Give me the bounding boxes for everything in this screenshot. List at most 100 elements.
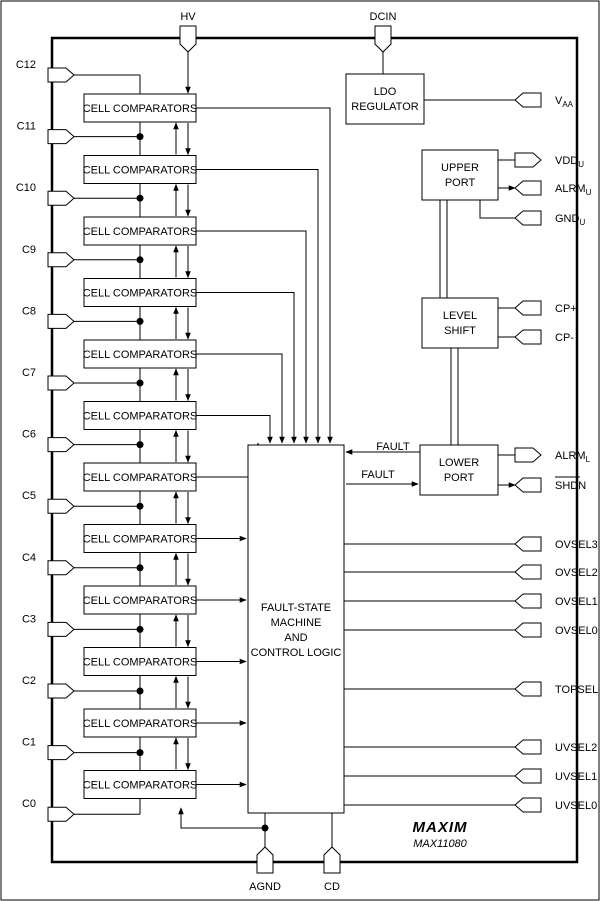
pin-c7-label: C7 [22,367,36,379]
pin-cd: CD [323,846,341,893]
pin-c3: C3 [22,613,75,637]
cell-comparators: CELL COMPARATORS CELL COMPARATORS CELL COM… [83,93,198,799]
pin-c2: C2 [22,675,75,699]
pin-c10-label: C10 [16,182,36,194]
pin-c0: C0 [22,798,75,822]
pin-agnd-label: AGND [249,881,281,893]
pin-ovsel1-label: OVSEL1 [555,596,598,608]
lower-port-label-2: PORT [444,472,475,484]
cell-comparator-label: CELL COMPARATORS [83,534,198,546]
cell-comparator-4: CELL COMPARATORS [83,585,198,615]
cell-comparator-label: CELL COMPARATORS [83,718,198,730]
ldo-label-1: LDO [374,86,397,98]
pin-c4-label: C4 [22,552,36,564]
pin-c9-label: C9 [22,244,36,256]
pin-c3-label: C3 [22,613,36,625]
cell-comparator-label: CELL COMPARATORS [83,288,198,300]
fault-state-machine-box [247,444,345,814]
level-shift-label-2: SHIFT [444,325,476,337]
pin-topsel-label: TOPSEL [555,684,598,696]
pin-c1-label: C1 [22,737,36,749]
cell-comparator-label: CELL COMPARATORS [83,226,198,238]
fault-logic-label-2: MACHINE [271,617,322,629]
pin-c9: C9 [22,244,75,268]
cell-comparator-10: CELL COMPARATORS [83,216,198,246]
pin-c5: C5 [22,490,75,514]
cell-comparator-label: CELL COMPARATORS [83,595,198,607]
pin-vddu-label: VDDU [555,155,584,169]
cell-comparator-label: CELL COMPARATORS [83,411,198,423]
fault-logic-label-4: CONTROL LOGIC [251,647,342,659]
cell-comparator-5: CELL COMPARATORS [83,524,198,553]
pin-uvsel1-label: UVSEL1 [555,771,597,783]
pin-c4: C4 [22,552,75,576]
pin-alrml-label: ALRML [555,450,591,464]
pin-uvsel2-label: UVSEL2 [555,742,597,754]
cell-comparator-6: CELL COMPARATORS [83,462,198,492]
fault-logic-label-1: FAULT-STATE [261,602,331,614]
cell-comparator-2: CELL COMPARATORS [83,708,198,738]
cell-comparator-9: CELL COMPARATORS [83,278,198,307]
upper-port-label-1: UPPER [441,162,479,174]
cell-comparator-label: CELL COMPARATORS [83,103,198,115]
cell-comparator-1: CELL COMPARATORS [83,770,198,799]
pin-c5-label: C5 [22,490,36,502]
part-number-label: MAX11080 [413,838,467,850]
cell-comparator-12: CELL COMPARATORS [83,93,198,123]
pin-uvsel0-label: UVSEL0 [555,800,597,812]
lower-port-label-1: LOWER [439,457,479,469]
cell-comparator-label: CELL COMPARATORS [83,657,198,669]
pin-shdn-label: SHDN [555,480,586,492]
pin-c11: C11 [17,121,75,145]
cell-comparator-label: CELL COMPARATORS [83,349,198,361]
cell-comparator-7: CELL COMPARATORS [83,401,198,430]
pin-ovsel3-label: OVSEL3 [555,539,598,551]
pin-c2-label: C2 [22,675,36,687]
pin-c10: C10 [16,182,75,206]
ldo-regulator-box [345,73,425,125]
cell-comparator-label: CELL COMPARATORS [83,472,198,484]
cell-comparator-8: CELL COMPARATORS [83,339,198,369]
pin-c0-label: C0 [22,798,36,810]
wires [74,52,333,815]
cell-comparator-label: CELL COMPARATORS [83,165,198,177]
pin-c1: C1 [22,737,75,761]
port-wires [178,52,516,847]
pin-c11-label: C11 [17,121,36,133]
cell-comparator-label: CELL COMPARATORS [83,780,198,792]
pin-dcin-label: DCIN [370,11,397,23]
pin-hv: HV [179,11,197,53]
pin-dcin: DCIN [370,11,397,53]
pin-gndu-label: GNDU [555,213,585,227]
pin-vaa-label: VAA [555,95,574,109]
pin-cp-plus-label: CP+ [555,303,577,315]
upper-port-box [421,149,499,201]
pin-alrmu-label: ALRMU [555,183,592,197]
lower-port-box [419,444,499,496]
pin-hv-label: HV [180,11,196,23]
pin-c12: C12 [16,59,75,83]
cell-comparator-11: CELL COMPARATORS [83,155,198,184]
pin-ovsel2-label: OVSEL2 [555,567,598,579]
pin-cp-minus-label: CP- [555,332,574,344]
fault-logic-label-3: AND [284,632,307,644]
agnd-junction-dot [261,824,269,832]
pin-ovsel0-label: OVSEL0 [555,625,598,637]
level-shift-box [421,297,499,349]
pin-c7: C7 [22,367,75,391]
fault-out-label: FAULT [361,469,395,481]
pin-c12-label: C12 [16,59,36,71]
level-shift-label-1: LEVEL [443,310,477,322]
pin-c8: C8 [22,305,75,329]
pin-c8-label: C8 [22,305,36,317]
cell-comparator-3: CELL COMPARATORS [83,647,198,676]
pin-agnd: AGND [249,846,281,893]
pin-c6: C6 [22,429,75,453]
fault-in-label: FAULT [376,441,410,453]
right-pin-shapes [514,92,542,813]
maxim-logo: MAXIM [413,819,468,836]
upper-port-label-2: PORT [445,177,476,189]
ldo-label-2: REGULATOR [351,101,418,113]
